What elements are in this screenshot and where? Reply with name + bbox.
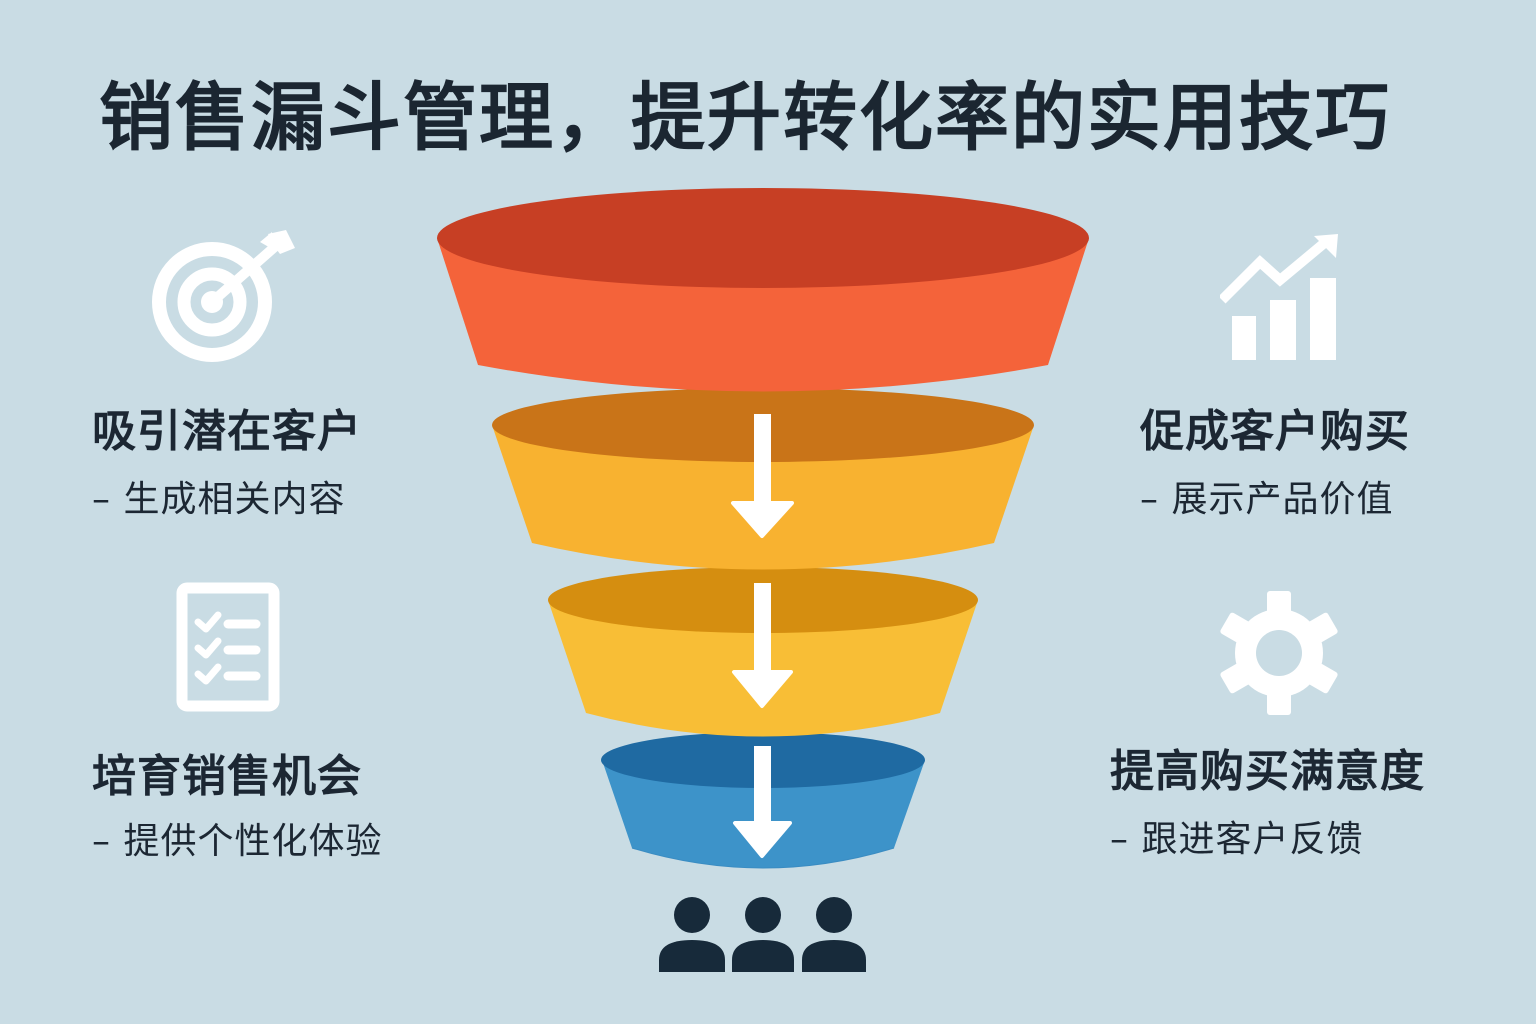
tip-heading: 促成客户购买	[1140, 406, 1410, 457]
target-icon	[152, 230, 295, 362]
tip-heading: 培育销售机会	[92, 751, 362, 802]
tip-heading: 吸引潜在客户	[92, 406, 362, 457]
tip-heading: 提高购买满意度	[1110, 746, 1425, 797]
growth-chart-icon	[1220, 234, 1338, 360]
page-title: 销售漏斗管理，提升转化率的实用技巧	[99, 75, 1391, 161]
flow-arrow-3	[733, 746, 792, 858]
tip-detail: – 提供个性化体验	[92, 821, 383, 862]
customers-group-icon	[659, 897, 866, 972]
flow-arrow-2	[732, 583, 793, 708]
tip-detail: – 跟进客户反馈	[1110, 819, 1364, 860]
funnel-stage-1	[437, 188, 1089, 392]
checklist-icon	[176, 582, 280, 712]
gear-icon	[1220, 591, 1338, 715]
tip-detail: – 展示产品价值	[1140, 479, 1394, 520]
flow-arrow-1	[731, 414, 794, 538]
tip-detail: – 生成相关内容	[92, 479, 346, 520]
